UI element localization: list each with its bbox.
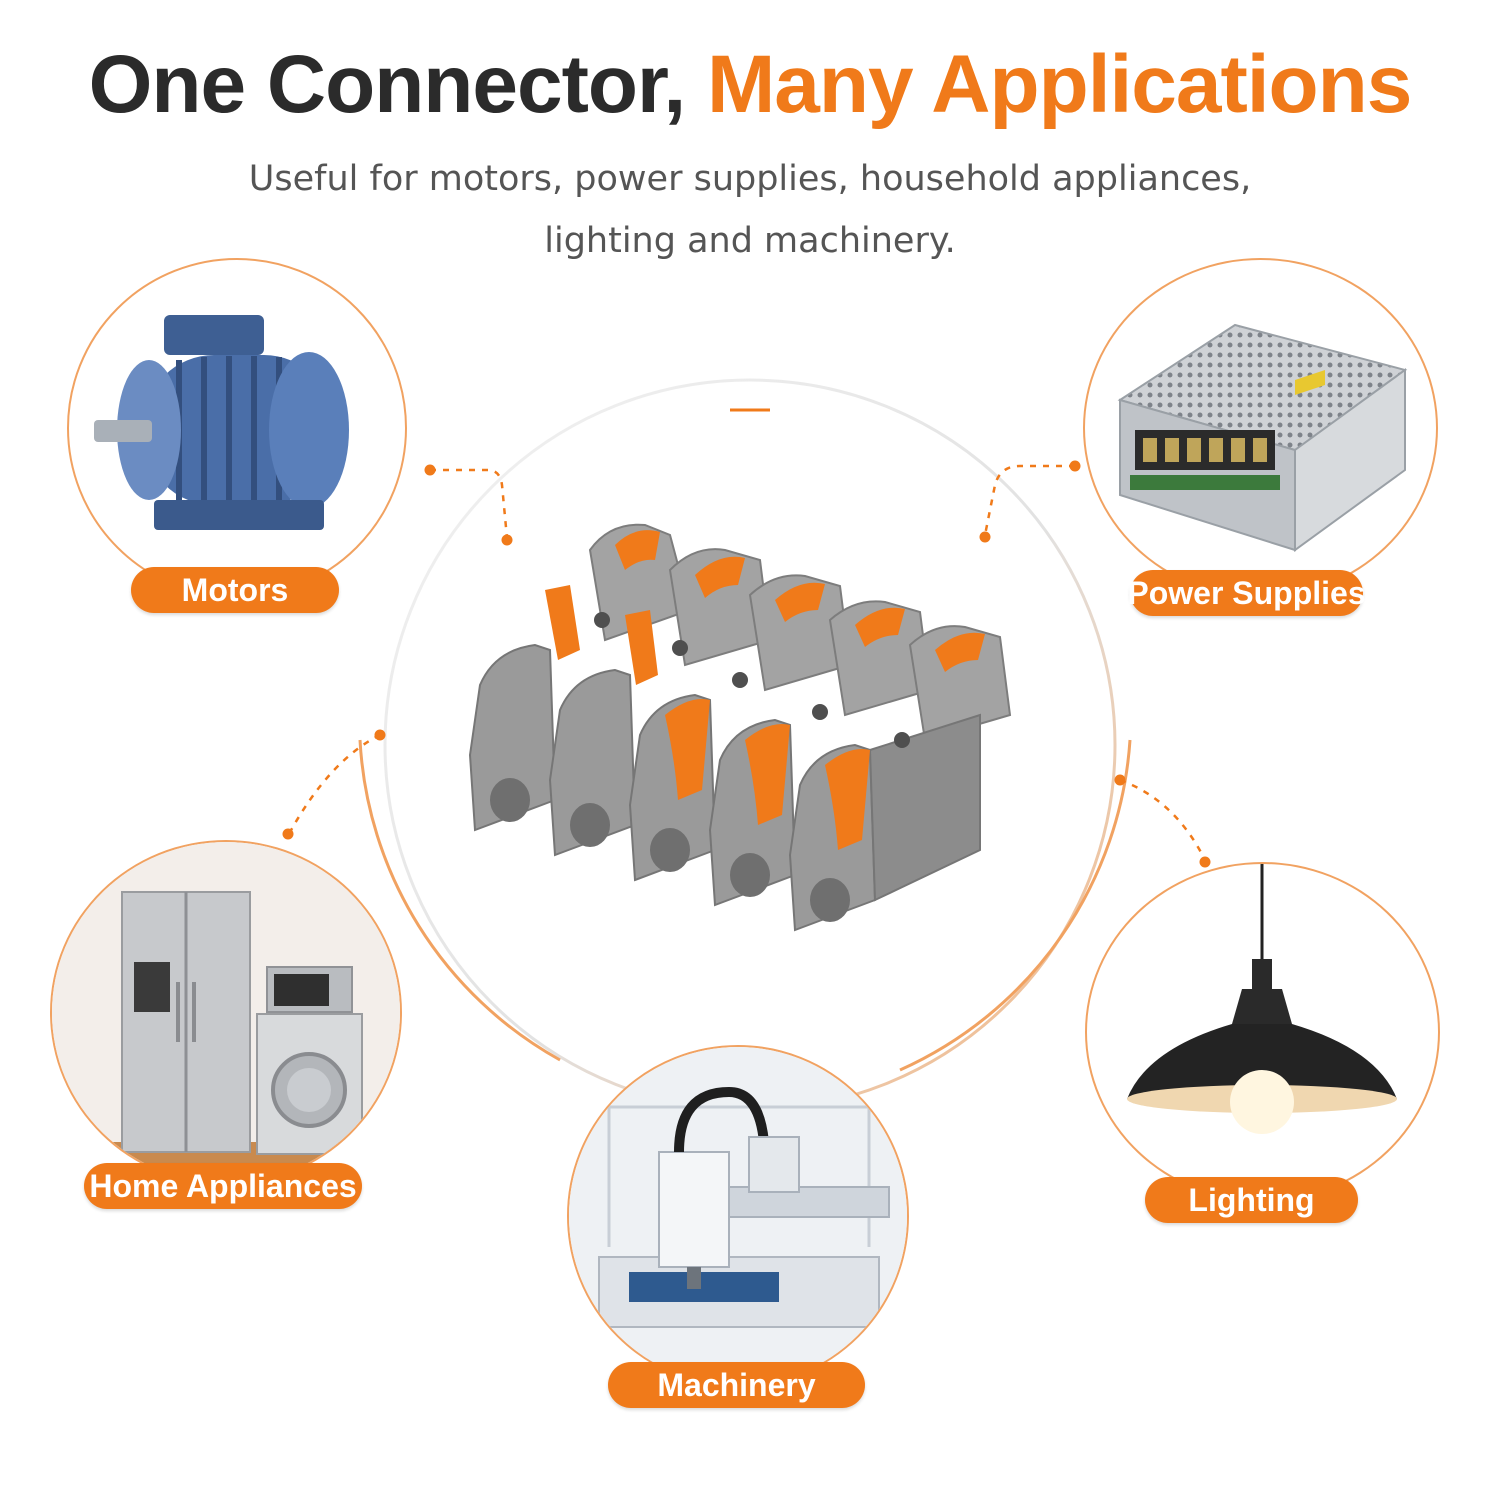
dot-motors bbox=[424, 464, 436, 476]
subtitle-line-2: lighting and machinery. bbox=[544, 221, 956, 261]
dot-lighting bbox=[1114, 774, 1126, 786]
home-appliances-icon bbox=[52, 842, 400, 1183]
machinery-label: Machinery bbox=[608, 1362, 865, 1408]
dot-home-appliances-end bbox=[282, 828, 294, 840]
dot-power-supplies bbox=[1069, 460, 1081, 472]
dot-lighting-end bbox=[1199, 856, 1211, 868]
subtitle: Useful for motors, power supplies, house… bbox=[200, 148, 1300, 272]
page-title: One Connector, Many Applications bbox=[0, 30, 1500, 140]
motors-label: Motors bbox=[131, 567, 339, 613]
home-appliances-label: Home Appliances bbox=[84, 1163, 362, 1209]
power-supplies-label: Power Supplies bbox=[1127, 570, 1366, 616]
dash-power-supplies bbox=[983, 464, 1075, 536]
motor-icon bbox=[94, 315, 349, 530]
dash-motors bbox=[430, 468, 509, 539]
dash-home-appliances bbox=[288, 733, 381, 833]
ring-arc-left bbox=[358, 739, 561, 1062]
title-part-two: Many Applications bbox=[706, 39, 1412, 130]
pendant-lamp-icon bbox=[1127, 864, 1397, 1134]
lighting-circle bbox=[1085, 862, 1440, 1202]
power-supplies-circle bbox=[1083, 258, 1438, 598]
machinery-icon bbox=[569, 1047, 907, 1385]
ring-arc-right bbox=[899, 739, 1132, 1072]
dash-lighting bbox=[1119, 778, 1207, 861]
connector-block-icon bbox=[468, 523, 1012, 932]
dot-motors-end bbox=[501, 534, 513, 546]
home-appliances-circle bbox=[50, 840, 402, 1185]
machinery-circle bbox=[567, 1045, 909, 1387]
subtitle-line-1: Useful for motors, power supplies, house… bbox=[248, 159, 1252, 199]
power-supply-icon bbox=[1117, 323, 1408, 552]
motors-circle bbox=[67, 258, 407, 598]
dot-power-supplies-end bbox=[979, 531, 991, 543]
title-part-one: One Connector, bbox=[88, 39, 687, 130]
lighting-label: Lighting bbox=[1145, 1177, 1358, 1223]
dot-home-appliances bbox=[374, 729, 386, 741]
